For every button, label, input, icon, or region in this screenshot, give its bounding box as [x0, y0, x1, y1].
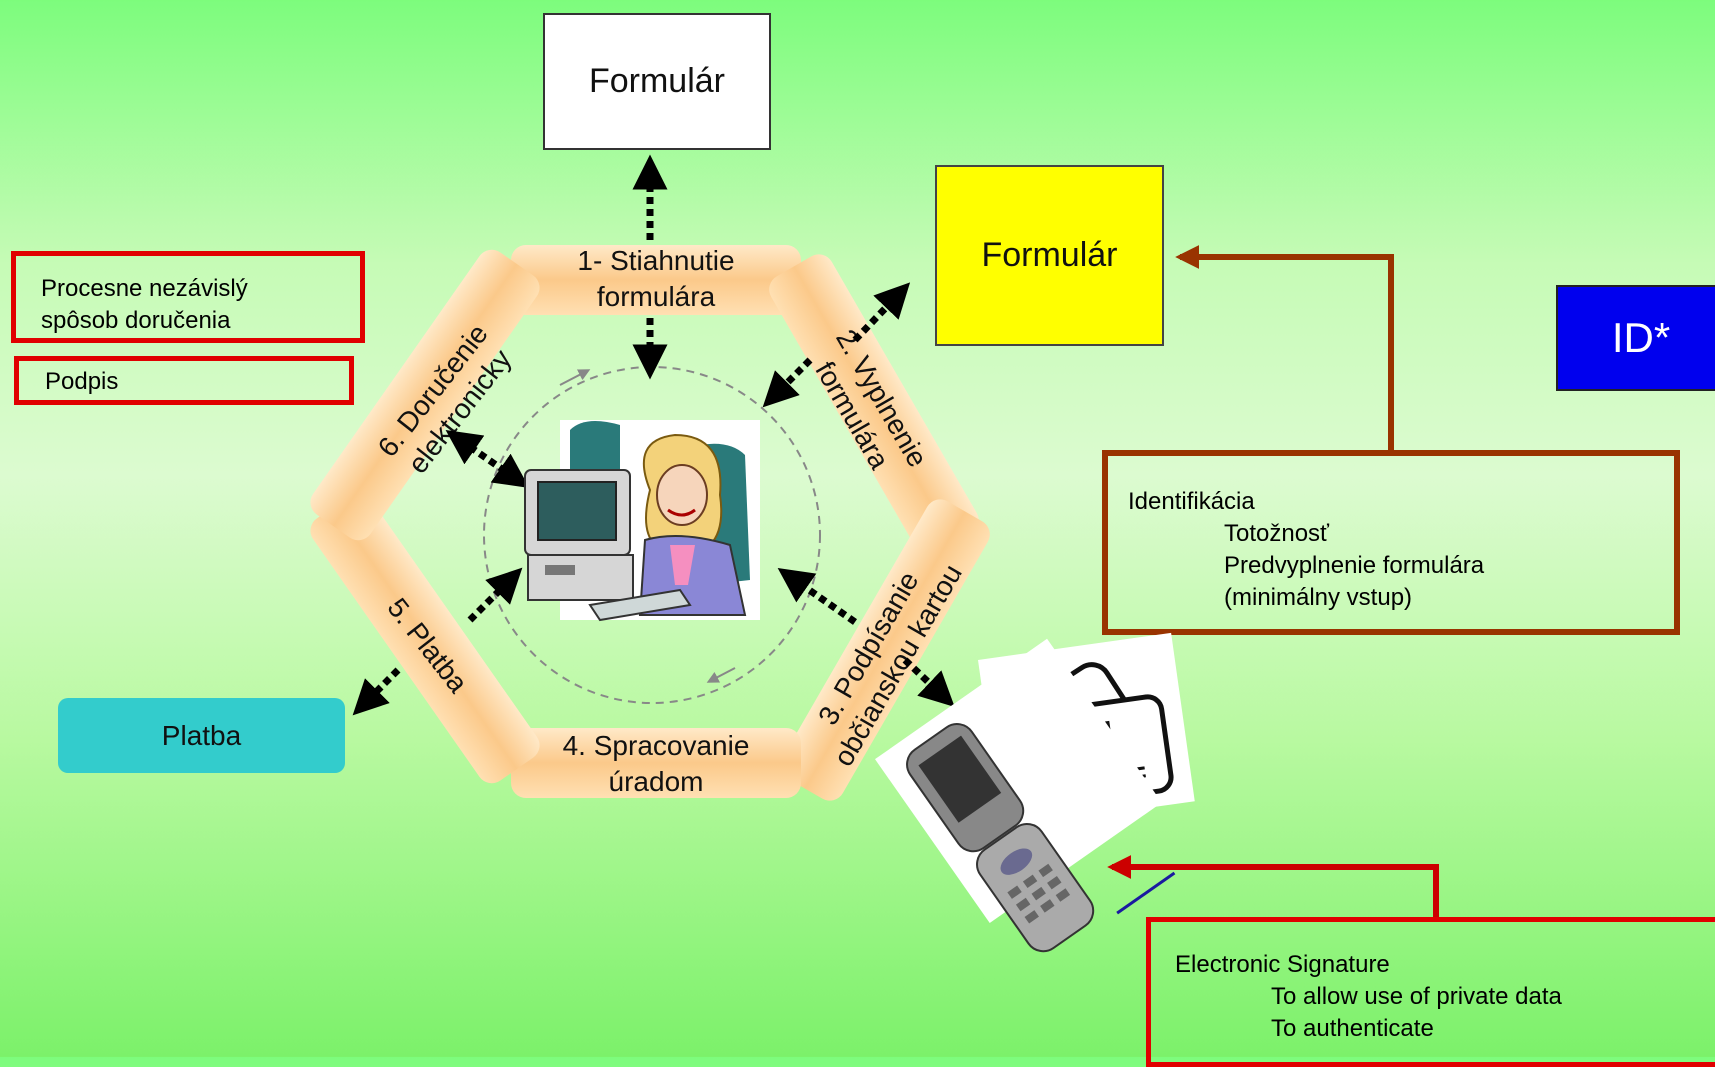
- signature-note-box: Podpis: [14, 356, 354, 405]
- arrow-to-id-card: [902, 657, 955, 708]
- step-1-label-line1: 1- Stiahnutie: [577, 245, 734, 276]
- arrow-delivery-to-user: [445, 430, 530, 488]
- payment-box: Platba: [58, 698, 345, 773]
- arrow-payment-to-user: [467, 567, 523, 623]
- id-card-label: ID*: [1611, 314, 1671, 361]
- mobile-phone-icon: [875, 638, 1176, 953]
- arrow-to-payment: [352, 667, 401, 716]
- esignature-title: Electronic Signature: [1175, 951, 1390, 978]
- identification-title: Identifikácia: [1128, 488, 1255, 515]
- step-1-segment: [511, 245, 801, 315]
- identification-item: Predvyplnenie formulára: [1224, 552, 1485, 579]
- step-5-segment: [310, 492, 540, 784]
- signature-note-label: Podpis: [45, 368, 119, 395]
- step-3-segment: [780, 499, 990, 801]
- cycle-arrow-top: [559, 369, 591, 386]
- user-at-computer-icon: [524, 420, 760, 622]
- delivery-note-line2: spôsob doručenia: [41, 307, 231, 334]
- id-card-box: ID*: [1556, 285, 1715, 391]
- step-4-label-line2: úradom: [609, 766, 704, 797]
- form-filled-box: Formulár: [935, 165, 1164, 346]
- electronic-signature-box: Electronic Signature To allow use of pri…: [1146, 917, 1715, 1067]
- delivery-note-line1: Procesne nezávislý: [41, 275, 248, 302]
- esignature-item: To authenticate: [1271, 1015, 1434, 1042]
- payment-label: Platba: [161, 719, 242, 751]
- step-6-segment: [310, 249, 540, 541]
- form-filled-label: Formulár: [981, 236, 1118, 274]
- form-download-label: Formulár: [588, 62, 726, 100]
- identification-connector: [1175, 245, 1394, 450]
- arrow-to-filled-form: [852, 282, 911, 343]
- arrow-fill-to-user: [762, 357, 813, 408]
- step-4-label-line1: 4. Spracovanie: [563, 730, 750, 761]
- step-1-label-line2: formulára: [597, 281, 716, 312]
- identification-box: Identifikácia Totožnosť Predvyplnenie fo…: [1102, 450, 1680, 635]
- delivery-note-box: Procesne nezávislý spôsob doručenia: [11, 251, 365, 343]
- identification-item: Totožnosť: [1224, 520, 1330, 547]
- esignature-item: To allow use of private data: [1271, 983, 1562, 1010]
- signature-connector: [1107, 855, 1439, 917]
- step-2-segment: [769, 254, 979, 556]
- form-download-box: Formulár: [543, 13, 771, 150]
- arrow-sign-to-user: [777, 567, 858, 625]
- step-4-segment: [511, 728, 801, 798]
- identification-item: (minimálny vstup): [1224, 584, 1413, 611]
- cycle-arrow-bottom: [706, 667, 736, 683]
